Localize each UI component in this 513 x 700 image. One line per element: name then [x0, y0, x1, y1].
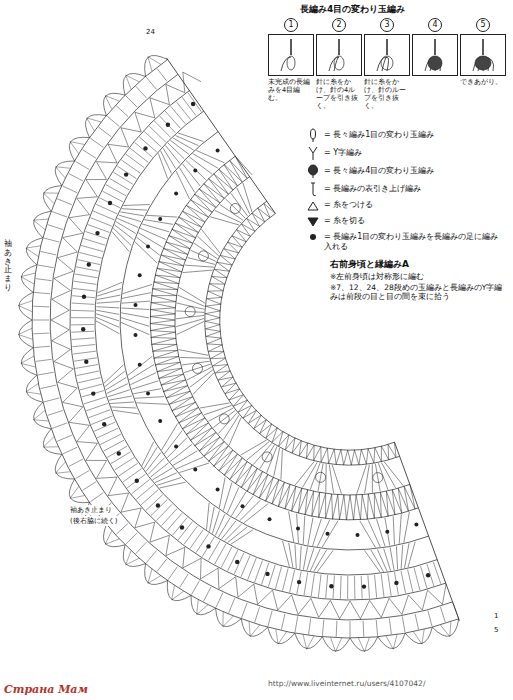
stitch-symbol	[306, 214, 320, 228]
step-caption: 針に糸をかけ、針の4ループを引き抜く。	[316, 78, 362, 110]
section-heading: 右前身頃と縁編みA	[330, 258, 505, 271]
note: 袖あき止まり	[70, 505, 112, 515]
stitch-symbol	[306, 198, 320, 212]
step-box: 5 できあがり。	[460, 18, 506, 86]
step-frame	[460, 34, 506, 76]
step-frame	[316, 34, 362, 76]
step-caption: 未完成の長編みを4目編む。	[268, 78, 314, 102]
stitch-symbol	[306, 128, 320, 142]
step-caption: 針に糸をかけ、針のループを引き抜く。	[364, 78, 410, 110]
legend-text: = Y字編み	[324, 148, 504, 158]
legend-text: = 糸を切る	[324, 216, 504, 226]
step-number: 4	[428, 18, 442, 32]
step-number: 3	[380, 18, 394, 32]
legend-text: = 長編み1目の変わり玉編みを長編みの足に編み入れる	[324, 232, 504, 252]
stitch-symbol	[306, 182, 320, 196]
row-number: 1	[494, 612, 498, 620]
step-box: 4	[412, 18, 458, 76]
step-box: 3 針に糸をかけ、針のループを引き抜く。	[364, 18, 410, 110]
step-number: 5	[476, 18, 490, 32]
step-illustration	[365, 35, 409, 75]
legend-text: = 長々編み4目の変わり玉編み	[324, 166, 504, 176]
step-number: 2	[332, 18, 346, 32]
note: ※左前身頃は対称形に編む	[330, 272, 505, 281]
stitch-symbol	[306, 230, 320, 244]
row-number: 24	[146, 28, 155, 36]
watermark: http://www.liveinternet.ru/users/4107042…	[268, 679, 425, 688]
step-caption: できあがり。	[460, 78, 506, 86]
legend-text: = 長々編み1目の変わり玉編み	[324, 130, 504, 140]
watermark: Страна Мам	[4, 683, 88, 696]
note: (後右脇に続く)	[70, 516, 117, 526]
note: ※7、12、24、28段めの玉編みと長編みのY字編みは前段の目と目の間を束に拾う	[330, 283, 505, 301]
vertical-note: 袖あき止まり	[4, 240, 12, 293]
legend-text: = 長編みの表引き上げ編み	[324, 184, 504, 194]
stitch-title: 長編み4目の変わり玉編み	[300, 3, 405, 16]
stitch-symbol	[306, 146, 320, 160]
step-frame	[364, 34, 410, 76]
stitch-symbol	[306, 164, 320, 178]
legend-text: = 糸をつける	[324, 200, 504, 210]
step-number: 1	[284, 18, 298, 32]
step-illustration	[461, 35, 505, 75]
step-illustration	[317, 35, 361, 75]
step-illustration	[413, 35, 457, 75]
row-number: 5	[494, 626, 498, 634]
step-frame	[268, 34, 314, 76]
step-illustration	[269, 35, 313, 75]
step-box: 2 針に糸をかけ、針の4ループを引き抜く。	[316, 18, 362, 110]
step-box: 1 未完成の長編みを4目編む。	[268, 18, 314, 102]
step-frame	[412, 34, 458, 76]
